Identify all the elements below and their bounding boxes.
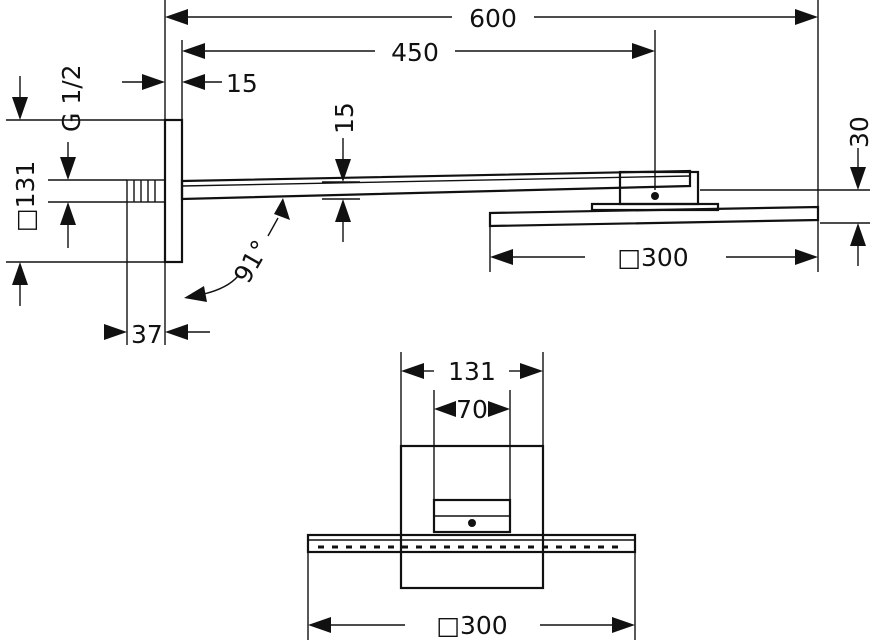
connector-front-screw bbox=[468, 519, 476, 527]
dim-70-front-label: 70 bbox=[456, 395, 488, 424]
dim-300-front-label: □300 bbox=[436, 611, 507, 640]
dim-30: 30 bbox=[700, 116, 874, 266]
dim-131-front-label: 131 bbox=[448, 357, 496, 386]
dim-450: 450 bbox=[181, 30, 656, 190]
dim-angle: 91° bbox=[184, 198, 290, 302]
dim-37-label: 37 bbox=[131, 320, 163, 349]
dim-g12-label: G 1/2 bbox=[57, 64, 86, 132]
dim-131-front: 131 bbox=[400, 352, 544, 446]
dim-450-label: 450 bbox=[391, 38, 439, 67]
dim-15-plate: 15 bbox=[122, 69, 258, 98]
dim-600: 600 bbox=[164, 0, 819, 207]
front-view bbox=[306, 444, 637, 590]
shower-arm bbox=[180, 169, 692, 201]
arm-edge-line bbox=[181, 175, 691, 187]
dim-70-front: 70 bbox=[433, 390, 511, 500]
dim-300-front: □300 bbox=[307, 552, 636, 640]
dim-15-arm-label: 15 bbox=[330, 102, 359, 134]
dim-15-arm: 15 bbox=[322, 102, 360, 242]
dim-300-side-label: □300 bbox=[617, 243, 688, 272]
dim-g12: G 1/2 bbox=[6, 64, 165, 248]
dim-15-plate-label: 15 bbox=[226, 69, 258, 98]
dim-131-side-label: □131 bbox=[11, 161, 40, 232]
dim-37: 37 bbox=[104, 202, 210, 349]
wall-plate-front bbox=[399, 444, 545, 590]
dim-600-label: 600 bbox=[469, 4, 517, 33]
dim-30-label: 30 bbox=[845, 116, 874, 148]
thread-connector bbox=[126, 179, 166, 203]
wall-plate bbox=[163, 118, 184, 264]
shower-head-front bbox=[306, 533, 637, 554]
thread-marks bbox=[133, 180, 156, 202]
dim-300-side: □300 bbox=[489, 220, 819, 272]
head-connector-screw bbox=[651, 192, 659, 200]
side-view bbox=[126, 118, 820, 264]
shower-head-plate-side bbox=[488, 205, 820, 228]
dim-131-side: □131 bbox=[6, 161, 165, 306]
dim-angle-label: 91° bbox=[228, 235, 275, 288]
